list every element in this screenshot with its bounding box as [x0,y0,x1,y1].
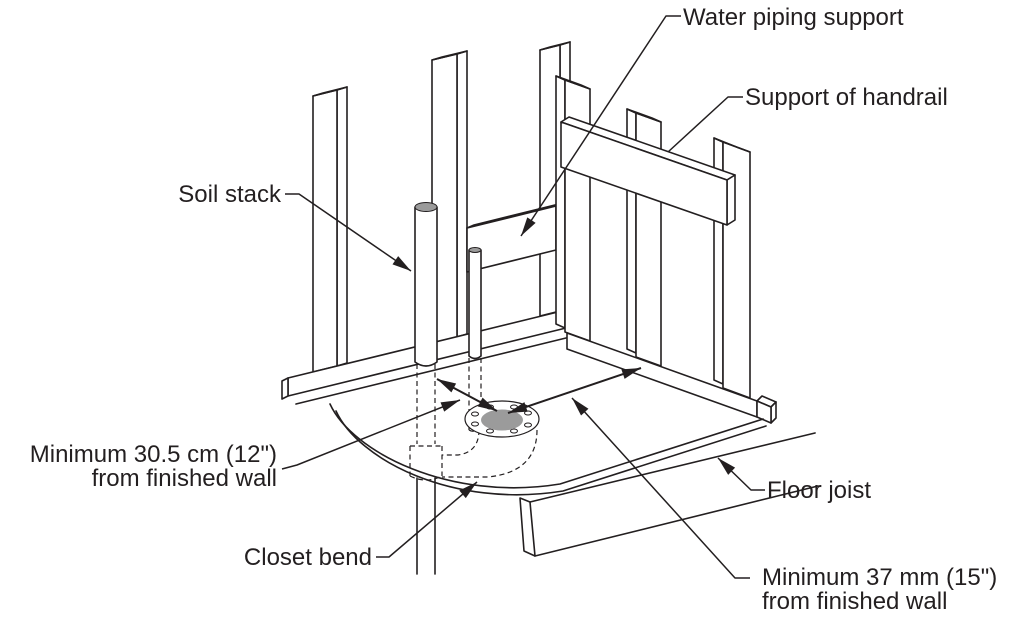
label-min-side-wall-line2: from finished wall [92,465,277,492]
label-support-of-handrail: Support of handrail [745,84,948,111]
label-min-side-wall-line1: Minimum 30.5 cm (12") [30,441,277,468]
leader-min-side-wall [281,399,461,470]
leader-soil-stack [285,193,412,272]
label-soil-stack: Soil stack [178,181,282,208]
dimension-arrow-back-wall [507,367,642,414]
leader-water-piping-support [520,15,681,237]
flange-drain-opening [481,409,523,431]
right-wall-corner-stud [555,75,591,342]
label-water-piping-support: Water piping support [683,4,904,31]
label-floor-joist: Floor joist [767,477,871,504]
leader-lines [281,15,765,579]
pipes [414,202,482,367]
dimension-arrow-side-wall [436,378,498,412]
floor-cutaway-edge-top [329,403,764,489]
floor-cutaway-edge-bottom [335,410,767,496]
labels: Water piping support Support of handrail… [30,4,997,615]
right-wall-bottom-plate [566,332,777,424]
vent-pipe [468,247,482,360]
soil-stack-hidden [409,364,443,481]
label-min-back-wall-line2: from finished wall [762,588,947,615]
back-wall-floor-line [295,337,567,405]
label-min-back-wall-line1: Minimum 37 mm (15") [762,564,997,591]
closet-bend-hidden [442,429,538,478]
soil-stack-pipe [414,202,438,367]
soil-stack-below-floor [416,477,436,575]
back-wall-stud-1 [312,86,348,373]
label-closet-bend: Closet bend [244,544,372,571]
right-wall-framing [555,75,777,424]
leader-min-back-wall [571,397,750,579]
measurement-arrows [436,367,642,414]
leader-support-of-handrail [667,96,743,153]
handrail-support-board [560,116,736,226]
leader-floor-joist [717,457,765,491]
leader-closet-bend [376,481,478,558]
floor [329,403,819,557]
floor-joist-board [519,432,819,557]
